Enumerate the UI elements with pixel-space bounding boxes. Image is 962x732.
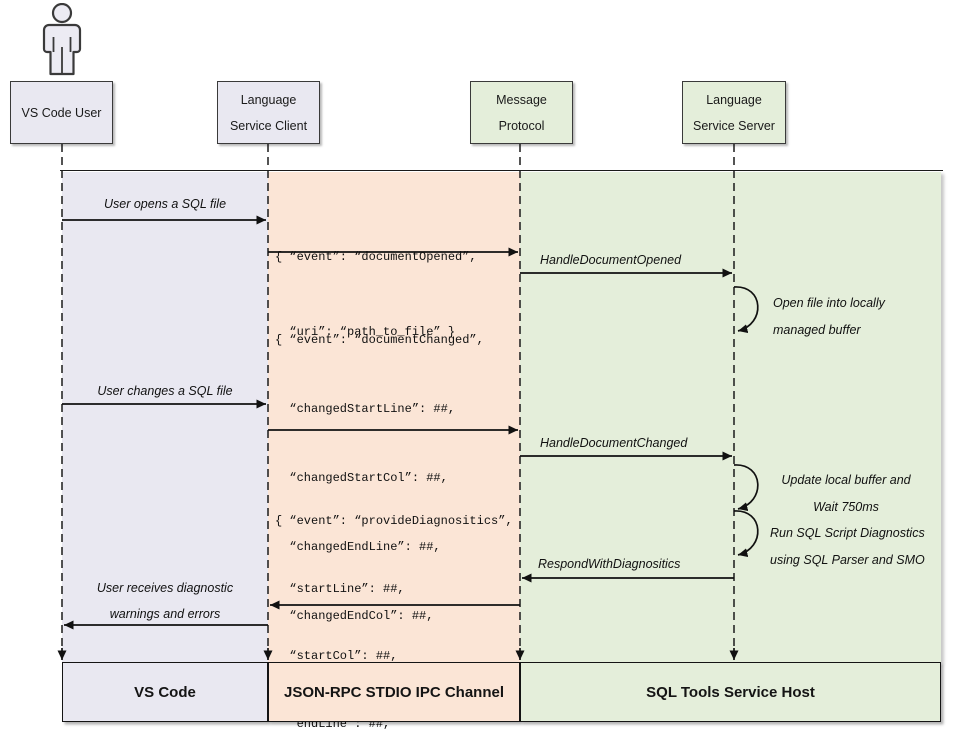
note-line: Open file into locally — [773, 296, 885, 310]
message-label-user-receives-warnings: User receives diagnostic warnings and er… — [72, 575, 258, 627]
json-line: “startCol”: ##, — [275, 649, 398, 663]
json-line: { “event”: “documentOpened”, — [275, 250, 477, 264]
json-line: “changedEndLine”: ##, — [275, 540, 441, 554]
actor-label-line: Service Server — [693, 118, 775, 133]
json-line: “changedStartCol”: ##, — [275, 471, 448, 485]
actor-label: VS Code User — [21, 105, 102, 120]
lane-band-host — [520, 172, 941, 663]
actor-label-line: Protocol — [498, 118, 545, 133]
note-line: Run SQL Script Diagnostics — [770, 526, 925, 540]
message-label-respond-with-diagnostics: RespondWithDiagnositics — [538, 557, 681, 571]
actor-box-vscode-user: VS Code User — [10, 81, 113, 144]
actor-box-language-service-server: Language Service Server — [682, 81, 786, 144]
lane-label: VS Code — [134, 683, 196, 701]
note-update-local-buffer: Update local buffer and Wait 750ms — [768, 467, 924, 521]
actor-box-language-service-client: Language Service Client — [217, 81, 320, 144]
message-label-line: warnings and errors — [109, 607, 221, 621]
lane-label: SQL Tools Service Host — [646, 683, 815, 701]
json-payload-document-opened: { “event”: “documentOpened”, “uri”: “pat… — [275, 195, 477, 395]
json-line: { “event”: “provideDiagnositics”, — [275, 514, 513, 528]
lane-top-border — [60, 170, 943, 171]
note-open-file-into-buffer: Open file into locally managed buffer — [773, 290, 885, 344]
note-line: managed buffer — [773, 323, 861, 337]
json-line: “changedEndCol”: ##, — [275, 609, 434, 623]
message-label-line: User receives diagnostic — [96, 581, 234, 595]
user-actor-icon — [36, 2, 88, 77]
actor-label-line: Service Client — [229, 118, 308, 133]
json-payload-provide-diagnostics: { “event”: “provideDiagnositics”, “start… — [275, 465, 513, 732]
note-line: Wait 750ms — [813, 500, 879, 514]
json-line: “uri”: “path_to_file” } — [275, 325, 456, 339]
lane-box-vscode: VS Code — [62, 662, 268, 722]
actor-label-line: Message — [496, 92, 547, 107]
message-label-user-opens-file: User opens a SQL file — [103, 197, 227, 211]
lane-band-vscode — [62, 172, 268, 663]
note-line: Update local buffer and — [781, 473, 911, 487]
actor-label-line: Language — [240, 92, 297, 107]
person-icon — [42, 2, 82, 76]
json-line: “startLine”: ##, — [275, 581, 405, 596]
actor-label-line: Language — [706, 92, 762, 107]
message-label-user-changes-file: User changes a SQL file — [97, 384, 233, 398]
lane-label: JSON-RPC STDIO IPC Channel — [283, 683, 505, 701]
lane-box-jsonrpc-channel: JSON-RPC STDIO IPC Channel — [268, 662, 520, 722]
actor-box-message-protocol: Message Protocol — [470, 81, 573, 144]
note-line: using SQL Parser and SMO — [770, 553, 925, 567]
json-line: { “event”: “documentChanged”, — [275, 333, 484, 347]
message-label-handle-document-opened: HandleDocumentOpened — [540, 253, 682, 267]
message-label-handle-document-changed: HandleDocumentChanged — [540, 436, 688, 450]
json-line: “changedStartLine”: ##, — [275, 402, 456, 416]
lane-box-sql-tools-service-host: SQL Tools Service Host — [520, 662, 941, 722]
note-run-sql-diagnostics: Run SQL Script Diagnostics using SQL Par… — [770, 520, 925, 574]
lane-band-jsonrpc — [268, 172, 520, 663]
